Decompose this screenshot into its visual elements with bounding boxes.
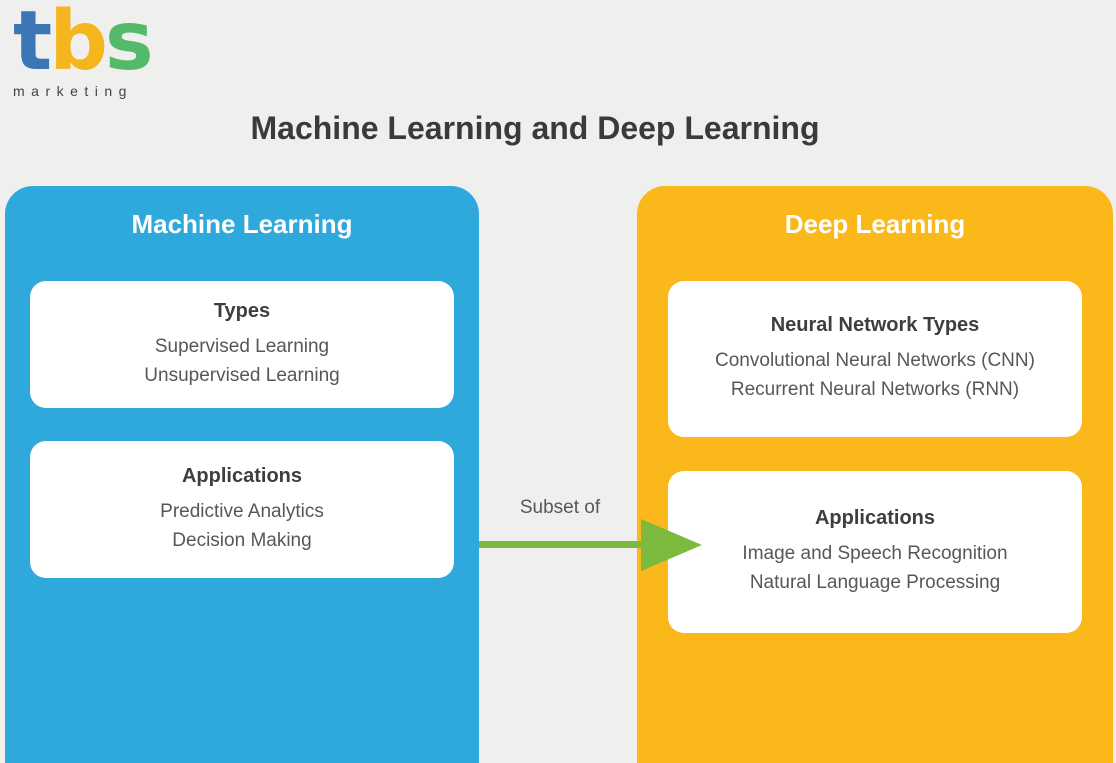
ml-applications-card: Applications Predictive Analytics Decisi… bbox=[30, 441, 454, 578]
subset-arrow-shaft bbox=[479, 541, 642, 548]
tbs-logo: tbs marketing bbox=[13, 1, 154, 100]
card-heading: Applications bbox=[814, 507, 935, 529]
card-item: Convolutional Neural Networks (CNN) bbox=[715, 350, 1035, 371]
dl-neural-network-types-card: Neural Network Types Convolutional Neura… bbox=[668, 281, 1082, 437]
card-item: Decision Making bbox=[172, 529, 312, 551]
logo-letter-t: t bbox=[13, 0, 52, 89]
tbs-logo-wordmark: tbs bbox=[13, 1, 154, 83]
card-heading: Applications bbox=[181, 464, 302, 487]
deep-learning-panel: Deep Learning Neural Network Types Convo… bbox=[637, 186, 1113, 763]
logo-marketing-text: marketing bbox=[13, 83, 133, 99]
card-item: Natural Language Processing bbox=[749, 572, 1001, 593]
logo-letter-s: s bbox=[104, 0, 154, 89]
page-title: Machine Learning and Deep Learning bbox=[250, 110, 820, 146]
card-heading: Neural Network Types bbox=[770, 314, 980, 336]
card-heading: Types bbox=[213, 299, 271, 322]
card-item: Supervised Learning bbox=[154, 335, 330, 357]
card-item: Unsupervised Learning bbox=[144, 364, 340, 386]
right-arrow-icon bbox=[641, 519, 702, 571]
ml-types-card: Types Supervised Learning Unsupervised L… bbox=[30, 281, 454, 408]
subset-of-label: Subset of bbox=[519, 497, 601, 518]
dl-applications-card: Applications Image and Speech Recognitio… bbox=[668, 471, 1082, 633]
card-item: Predictive Analytics bbox=[160, 500, 324, 522]
machine-learning-panel: Machine Learning Types Supervised Learni… bbox=[5, 186, 479, 763]
card-item: Image and Speech Recognition bbox=[742, 543, 1008, 564]
card-item: Recurrent Neural Networks (RNN) bbox=[730, 379, 1020, 400]
logo-letter-b: b bbox=[49, 0, 108, 89]
machine-learning-panel-title: Machine Learning bbox=[131, 209, 353, 239]
deep-learning-panel-title: Deep Learning bbox=[784, 209, 966, 239]
